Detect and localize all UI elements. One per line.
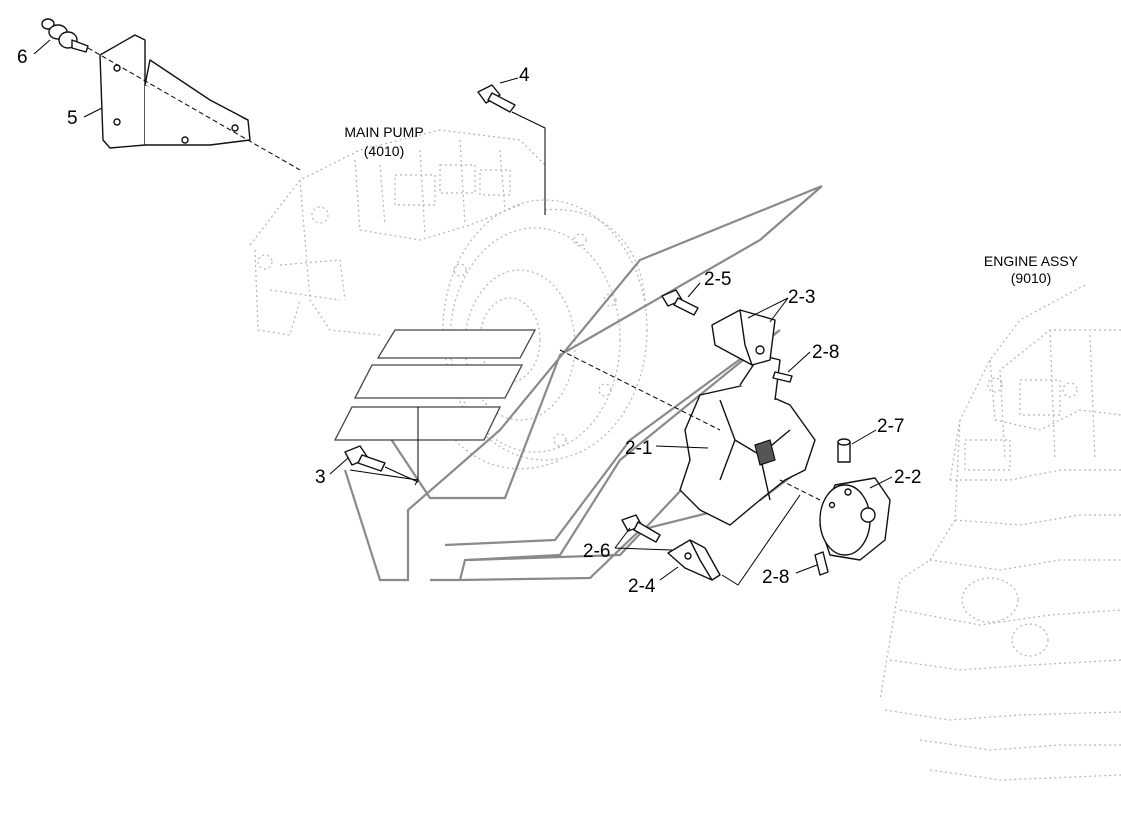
part-6-bolt-washers (41, 18, 89, 53)
callout-leaders (33, 39, 893, 581)
part-2-2-hub (779, 477, 891, 561)
callout-3: 3 (315, 467, 326, 488)
part-2-4-clamp-bottom (667, 494, 801, 586)
part-2-6-bolt (621, 514, 661, 543)
engine-assy-code: (9010) (1011, 270, 1051, 286)
part-2-8-pin-upper (772, 371, 793, 383)
gasket-plates (333, 329, 537, 486)
part-2-7-set-screw (837, 438, 851, 463)
callout-6: 6 (17, 47, 28, 68)
part-2-8-pin-lower (814, 551, 829, 576)
callout-2-6: 2-6 (583, 541, 610, 562)
callout-2-8-upper: 2-8 (812, 342, 839, 363)
callout-2-3: 2-3 (788, 287, 815, 308)
part-2-5-bolt (661, 289, 699, 316)
callout-2-5: 2-5 (704, 269, 731, 290)
callout-2-7: 2-7 (877, 416, 904, 437)
callout-2-2: 2-2 (894, 467, 921, 488)
part-2-3-clamp-top (711, 309, 776, 366)
callout-5: 5 (67, 108, 78, 129)
part-2-1-coupling-element (559, 349, 816, 526)
grouping-frames (343, 184, 823, 582)
main-pump-code: (4010) (364, 143, 404, 159)
callout-4: 4 (519, 65, 530, 86)
callout-2-4: 2-4 (628, 576, 656, 597)
part-5-bracket (87, 34, 301, 171)
main-pump-title: MAIN PUMP (344, 124, 423, 140)
engine-assy-ghost-drawing (879, 284, 1121, 781)
callout-2-8-lower: 2-8 (762, 567, 789, 588)
part-4-bolt (477, 84, 546, 215)
callout-2-1: 2-1 (625, 438, 652, 459)
part-3-bolt (344, 445, 419, 483)
engine-assy-title: ENGINE ASSY (984, 253, 1079, 269)
